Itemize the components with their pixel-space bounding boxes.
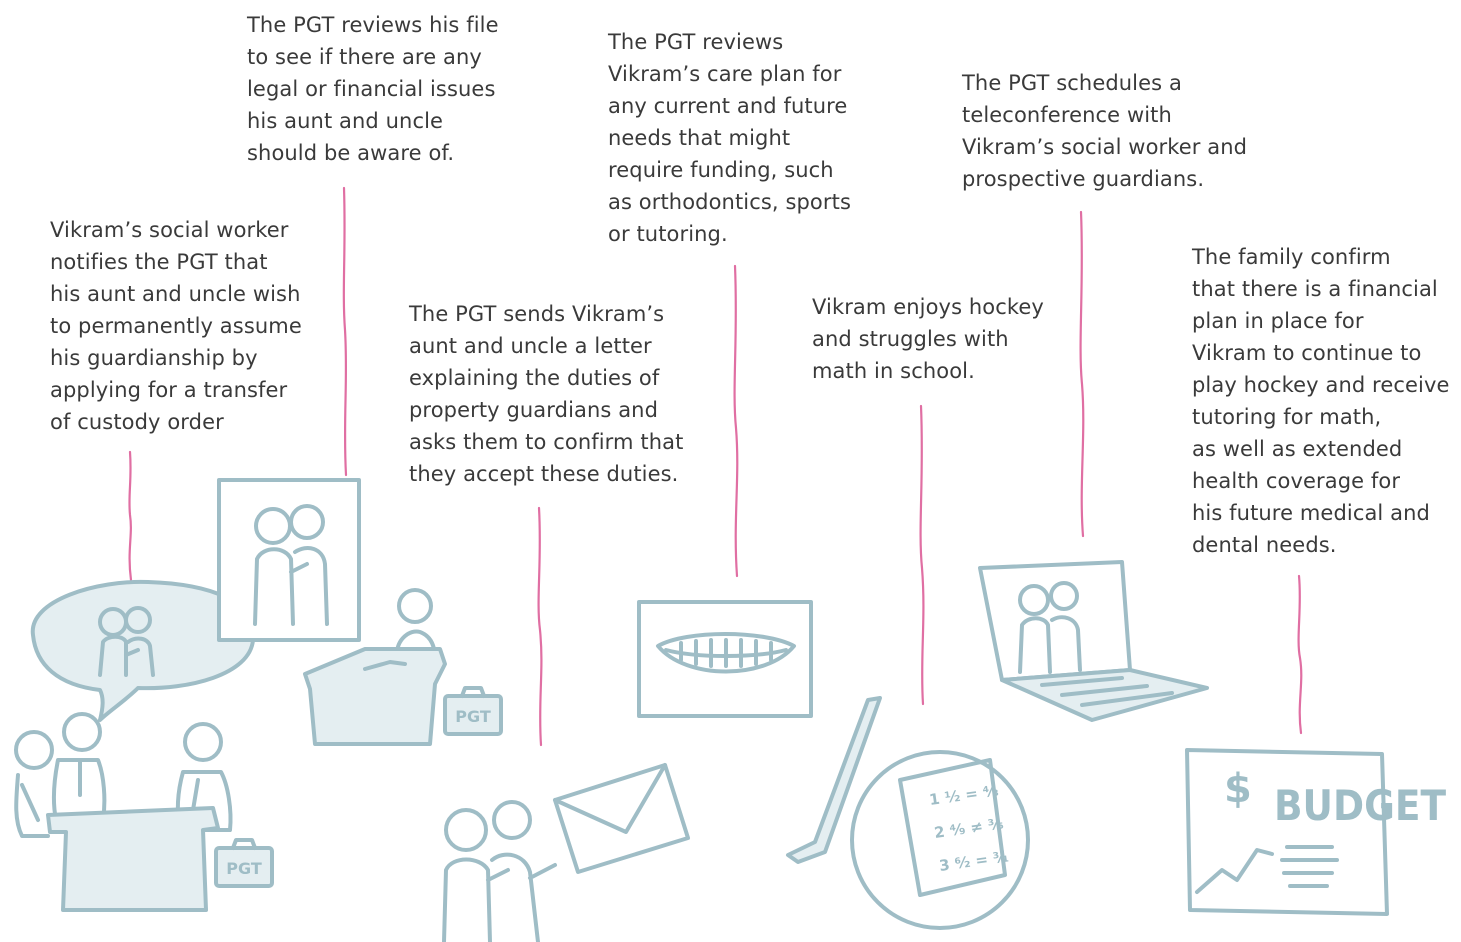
envelope: [555, 765, 688, 872]
briefcase-handle: [462, 688, 484, 696]
laptop-keyboard: [1002, 670, 1207, 720]
connector-line-step-2: [342, 186, 348, 477]
pgt-briefcase: [216, 848, 272, 886]
portrait-bodies: [255, 548, 327, 624]
person-right-head: [185, 724, 221, 760]
step-7-caption: The family confirm that there is a finan…: [1192, 245, 1450, 557]
math-circle: [852, 752, 1028, 928]
speech-bubble: [33, 582, 254, 720]
braces-smile-icon: [636, 598, 814, 720]
step-6-caption: The PGT schedules a teleconference with …: [962, 71, 1248, 191]
teeth: [681, 640, 771, 666]
step-1-caption: Vikram’s social worker notifies the PGT …: [50, 218, 302, 434]
keys: [1042, 678, 1172, 705]
laptop-screen: [980, 562, 1130, 680]
pgt-desk-icon: PGT: [215, 474, 505, 744]
portrait-person-b-head: [291, 506, 323, 538]
portrait-frame: [219, 480, 359, 640]
hockey-math-icon: 1 ½ = ⁴⁄₈ 2 ⁴⁄₉ ≠ ³⁄₅ 3 ⁶⁄₂ = ³⁄₁: [780, 690, 1032, 942]
pgt-briefcase-label: PGT: [226, 859, 262, 878]
screen-person-a-head: [1020, 586, 1048, 614]
connector-path: [537, 506, 543, 747]
envelope-flap: [555, 765, 665, 832]
connector-line-step-7: [1297, 574, 1303, 735]
connector-path: [1297, 574, 1303, 735]
budget-board: [1187, 750, 1387, 914]
connector-line-step-3: [537, 506, 543, 747]
person-middle-head: [64, 714, 100, 750]
meeting-with-speech-bubble-icon: PGT: [8, 580, 298, 920]
connector-path: [128, 450, 133, 582]
step-3-caption: The PGT sends Vikram’s aunt and uncle a …: [409, 302, 684, 486]
connector-line-step-1: [128, 450, 133, 582]
step-4-caption: The PGT reviews Vikram’s care plan for a…: [608, 30, 851, 246]
connector-path: [1079, 210, 1085, 538]
meeting-table: [48, 808, 218, 910]
couple-bodies: [444, 855, 555, 942]
math-paper: [900, 760, 1005, 895]
person-left-head: [16, 732, 52, 768]
step-2-caption: The PGT reviews his file to see if there…: [247, 13, 499, 165]
screen-person-b-head: [1051, 583, 1077, 609]
person-left-body: [16, 775, 48, 836]
pgt-briefcase-label: PGT: [455, 707, 491, 726]
pgt-officer-head: [399, 590, 431, 622]
connector-line-step-6: [1079, 210, 1085, 538]
budget-chart-icon: $ BUDGET: [1182, 742, 1446, 920]
office-desk: [305, 649, 445, 744]
laptop-teleconference-icon: [972, 560, 1212, 740]
hockey-stick: [788, 698, 880, 862]
person-right-body: [178, 772, 231, 830]
trend-line: [1197, 850, 1272, 892]
connector-path: [919, 404, 925, 706]
briefcase-handle: [233, 840, 255, 848]
connector-line-step-4: [733, 264, 739, 578]
connector-path: [733, 264, 739, 578]
person-b-head: [494, 802, 530, 838]
step-5-caption: Vikram enjoys hockey and struggles with …: [812, 295, 1044, 383]
envelope-letter-icon: [430, 760, 690, 942]
connector-line-step-5: [919, 404, 925, 706]
person-a-head: [446, 810, 486, 850]
dollar-sign: $: [1224, 766, 1252, 812]
bubble-bodies: [100, 637, 153, 675]
smile-outline: [658, 634, 794, 672]
desk-laptop: [365, 662, 405, 669]
screen-bodies: [1020, 617, 1080, 672]
connector-path: [342, 186, 348, 477]
budget-label: BUDGET: [1274, 781, 1446, 830]
bubble-person-b: [126, 608, 150, 632]
budget-lines: [1282, 847, 1337, 886]
pgt-briefcase: [445, 696, 501, 734]
